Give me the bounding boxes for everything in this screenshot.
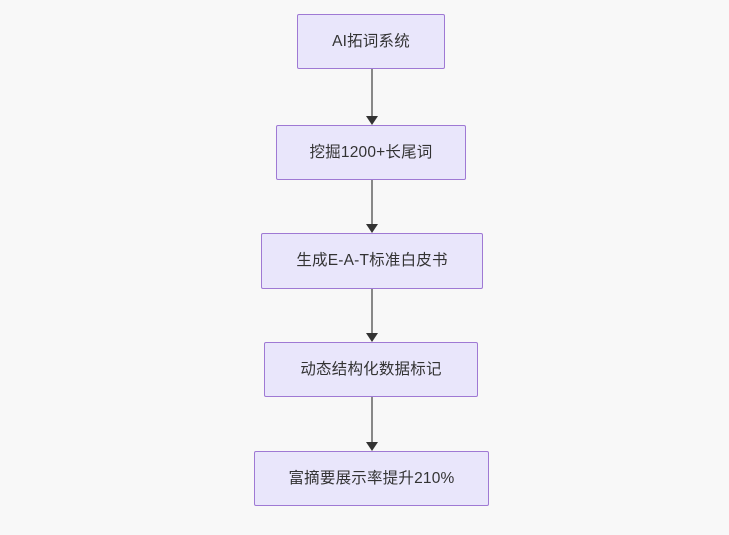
connector-node1-to-node2 [359, 69, 385, 125]
flowchart-node-4-label: 动态结构化数据标记 [300, 360, 442, 378]
arrow-down-icon [366, 116, 378, 125]
flowchart-node-3-label: 生成E-A-T标准白皮书 [296, 252, 448, 270]
flowchart-node-3[interactable]: 生成E-A-T标准白皮书 [261, 233, 483, 289]
connector-node4-to-node5 [359, 397, 385, 451]
connector-line [371, 69, 373, 117]
flowchart-node-5[interactable]: 富摘要展示率提升210% [254, 451, 489, 506]
flowchart-node-1[interactable]: AI拓词系统 [297, 14, 445, 69]
flowchart-node-1-label: AI拓词系统 [332, 32, 410, 50]
flowchart-node-2-label: 挖掘1200+长尾词 [309, 143, 433, 161]
flowchart-node-5-label: 富摘要展示率提升210% [288, 469, 455, 487]
connector-node3-to-node4 [359, 289, 385, 342]
arrow-down-icon [366, 442, 378, 451]
flowchart-node-4[interactable]: 动态结构化数据标记 [264, 342, 478, 397]
flowchart-node-2[interactable]: 挖掘1200+长尾词 [276, 125, 466, 180]
arrow-down-icon [366, 333, 378, 342]
connector-line [371, 289, 373, 334]
connector-node2-to-node3 [359, 180, 385, 233]
connector-line [371, 180, 373, 225]
connector-line [371, 397, 373, 443]
arrow-down-icon [366, 224, 378, 233]
